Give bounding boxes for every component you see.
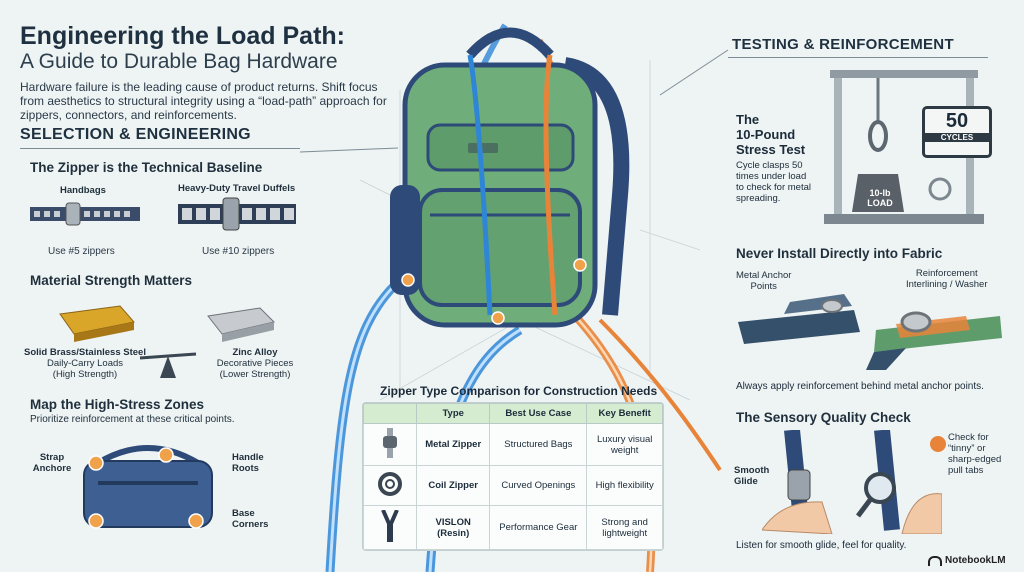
notebook-logo-icon (928, 555, 942, 566)
brand-badge: NotebookLM (928, 555, 1006, 566)
duffels-note: Use #10 zippers (202, 246, 275, 257)
zones-sub: Prioritize reinforcement at these critic… (30, 414, 235, 425)
strap-anchor-label: Strap Anchore (32, 452, 72, 474)
stress-test-desc: Cycle clasps 50 times under load to chec… (736, 160, 811, 204)
cycle-counter-display: 50 CYCLES (922, 106, 992, 158)
fabric-heading: Never Install Directly into Fabric (736, 246, 943, 261)
vislon-zipper-icon (363, 505, 417, 550)
zipper-heading: The Zipper is the Technical Baseline (30, 160, 263, 175)
reinforcement-label: Reinforcement Interlining / Washer (906, 268, 988, 290)
intro-text: Hardware failure is the leading cause of… (20, 80, 387, 122)
load-weight-label: 10-lb LOAD (867, 188, 893, 208)
handbags-note: Use #5 zippers (48, 246, 115, 257)
large-zipper-icon (178, 197, 296, 231)
sensory-footer: Listen for smooth glide, feel for qualit… (736, 540, 907, 551)
page-subtitle: A Guide to Durable Bag Hardware (20, 50, 338, 73)
table-header-icon (363, 403, 417, 424)
metal-zipper-icon (363, 423, 417, 466)
zinc-text: Zinc Alloy Decorative Pieces (Lower Stre… (216, 347, 294, 380)
base-corners-label: Base Corners (232, 508, 269, 530)
selection-heading: SELECTION & ENGINEERING (20, 126, 251, 143)
testing-heading: TESTING & REINFORCEMENT (732, 36, 954, 53)
brass-bar-icon (59, 305, 135, 342)
divider (728, 57, 988, 58)
tinny-check-label: Check for “tinny” or sharp-edged pull ta… (948, 432, 1002, 476)
warning-dot-icon (930, 436, 946, 452)
anchor-points-label: Metal Anchor Points (736, 270, 792, 292)
table-header-type: Type (415, 403, 491, 424)
divider (20, 148, 300, 149)
material-heading: Material Strength Matters (30, 273, 193, 288)
title-block: Engineering the Load Path: A Guide to Du… (20, 22, 400, 74)
reinforced-washer-illustration (866, 311, 1002, 370)
zones-heading: Map the High-Stress Zones (30, 397, 205, 412)
brass-text: Solid Brass/Stainless Steel Daily-Carry … (24, 347, 146, 380)
page-title: Engineering the Load Path: (20, 22, 346, 50)
zipper-glide-illustration (762, 430, 942, 534)
small-zipper-icon (30, 202, 140, 226)
table-row: Metal Zipper Structured Bags Luxury visu… (363, 423, 663, 466)
smooth-glide-label: Smooth Glide (734, 465, 770, 487)
fabric-note: Always apply reinforcement behind metal … (736, 381, 984, 392)
table-header-benefit: Key Benefit (586, 403, 663, 424)
sensory-heading: The Sensory Quality Check (736, 410, 911, 425)
duffels-label: Heavy-Duty Travel Duffels (178, 183, 296, 194)
fabric-tear-illustration (738, 294, 860, 344)
backpack-illustration (390, 27, 630, 328)
stress-test-title: The 10-Pound Stress Test (736, 112, 806, 157)
coil-zipper-icon (363, 465, 417, 506)
table-row: VISLON(Resin) Performance Gear Strong an… (363, 505, 663, 550)
zipper-comparison-table: Type Best Use Case Key Benefit Metal Zip… (362, 402, 664, 551)
handle-roots-label: Handle Roots (232, 452, 264, 474)
balance-seesaw-icon (139, 352, 197, 378)
handbags-label: Handbags (60, 185, 106, 196)
table-header-use: Best Use Case (489, 403, 588, 424)
table-row: Coil Zipper Curved Openings High flexibi… (363, 465, 663, 506)
zinc-bar-icon (207, 307, 275, 342)
table-title: Zipper Type Comparison for Construction … (380, 384, 658, 398)
duffel-bag-illustration (83, 445, 213, 529)
